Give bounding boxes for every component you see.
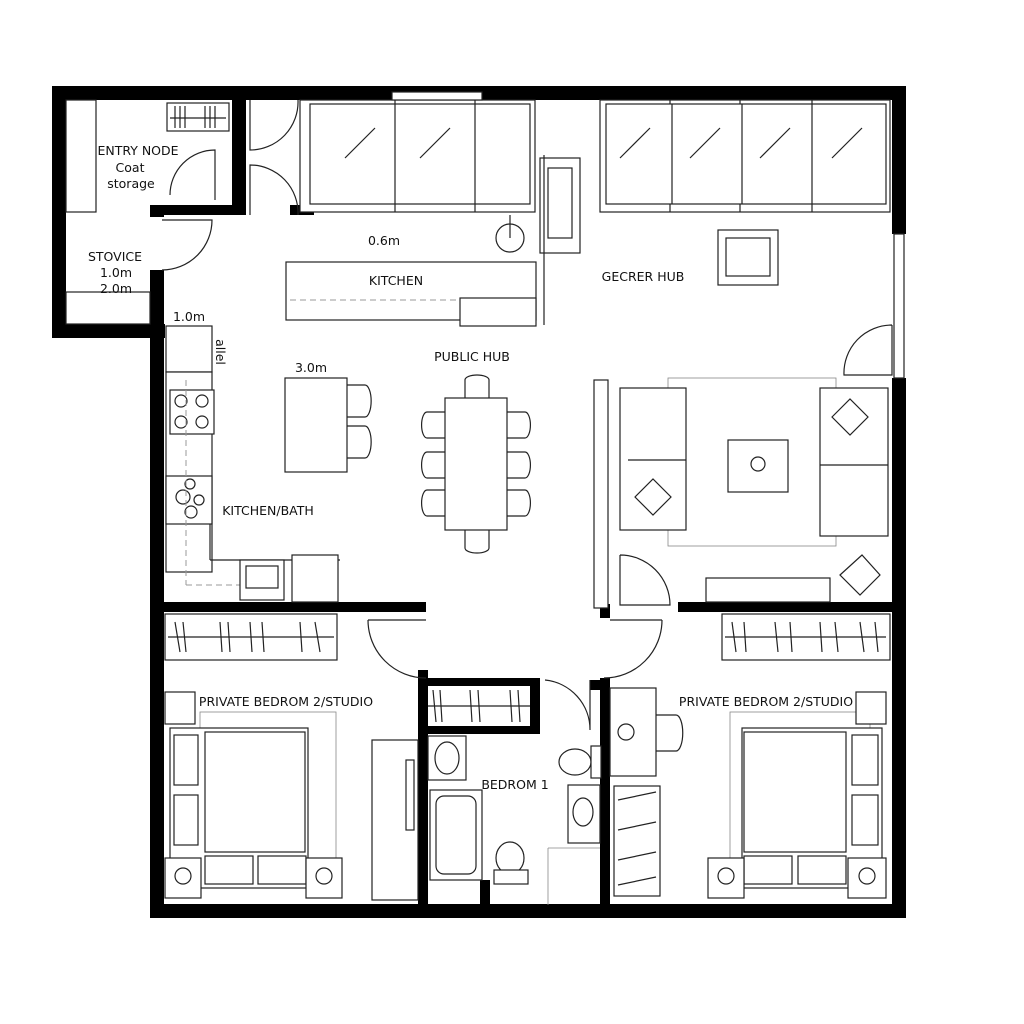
label-coat: Coat (116, 160, 145, 175)
doors (161, 99, 893, 731)
label-kitchen-bath: KITCHEN/BATH (222, 503, 314, 518)
bedroom-furniture (164, 613, 891, 905)
label-appliance: allel (213, 339, 228, 365)
label-counter-dim: 1.0m (173, 309, 205, 324)
label-island-dim: 3.0m (295, 360, 327, 375)
label-public-hub: PUBLIC HUB (434, 349, 510, 364)
label-bedroom-1: BEDROM 1 (481, 777, 548, 792)
windows (299, 91, 905, 379)
label-storage: storage (107, 176, 155, 191)
living-furniture (593, 229, 889, 609)
label-stovice-dim-2: 2.0m (100, 281, 132, 296)
label-bedroom-left: PRIVATE BEDROM 2/STUDIO (199, 694, 373, 709)
kitchen-furniture (165, 155, 581, 603)
walls (52, 86, 906, 918)
room-labels: ENTRY NODE Coat storage STOVICE 1.0m 2.0… (88, 143, 853, 792)
label-kitchen-dim: 0.6m (368, 233, 400, 248)
label-stovice-dim-1: 1.0m (100, 265, 132, 280)
label-entry-node: ENTRY NODE (97, 143, 178, 158)
entry-furniture (65, 99, 230, 325)
label-bedroom-right: PRIVATE BEDROM 2/STUDIO (679, 694, 853, 709)
label-gecrer-hub: GECRER HUB (602, 269, 685, 284)
label-stovice: STOVICE (88, 249, 142, 264)
label-kitchen: KITCHEN (369, 273, 423, 288)
